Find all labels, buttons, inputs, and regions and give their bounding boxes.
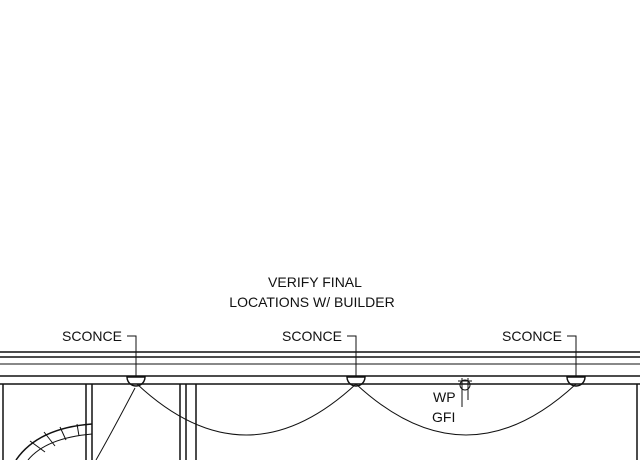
sconce-leader-right — [567, 335, 577, 376]
exterior-wall — [0, 351, 640, 385]
switch-arcs — [95, 383, 577, 460]
verify-note-line2: LOCATIONS W/ BUILDER — [229, 294, 394, 310]
sconce-fixtures — [126, 376, 586, 387]
spiral-stair — [15, 423, 93, 460]
outlet-icon — [459, 379, 471, 391]
outlet-label-gfi: GFI — [432, 409, 455, 425]
sconce-label-middle: SCONCE — [282, 328, 342, 344]
sconce-icon — [566, 376, 586, 387]
sconce-leader-middle — [347, 335, 357, 376]
sconce-label-right: SCONCE — [502, 328, 562, 344]
switch-arc-right — [355, 383, 577, 436]
verify-note-line1: VERIFY FINAL — [268, 274, 362, 290]
sconce-icon — [346, 376, 366, 387]
sconce-label-left: SCONCE — [62, 328, 122, 344]
switch-arc-left — [136, 383, 357, 436]
sconce-leaders — [127, 335, 577, 376]
wp-gfi-outlet: WP GFI — [432, 378, 472, 425]
interior-walls — [2, 384, 638, 460]
sconce-leader-left — [127, 335, 137, 376]
outlet-label-wp: WP — [433, 389, 456, 405]
sconce-icon — [126, 376, 146, 387]
switch-arc-stair — [95, 387, 136, 460]
